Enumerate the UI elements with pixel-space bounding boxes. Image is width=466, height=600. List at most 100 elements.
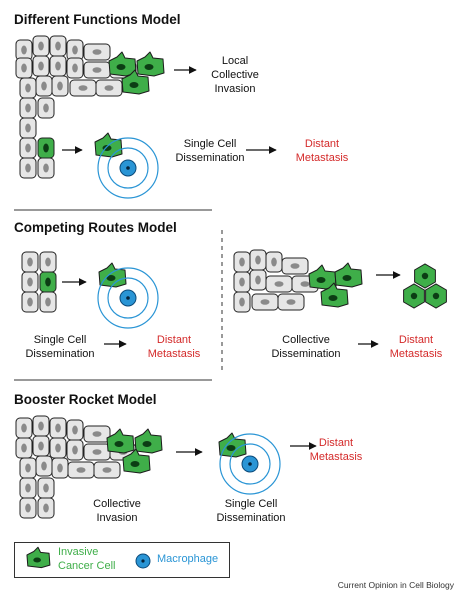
label-line: Dissemination xyxy=(216,512,286,524)
label-line: Collective xyxy=(211,69,259,81)
label-line: Invasion xyxy=(214,83,256,95)
label-distant-metastasis: Distant Metastasis xyxy=(286,137,358,165)
cell-nucleus xyxy=(239,257,245,267)
cell-nucleus xyxy=(38,441,44,451)
cell-nucleus xyxy=(25,163,31,173)
label-collective-dissemination: Collective Dissemination xyxy=(264,333,348,361)
macrophage-signal-ring xyxy=(97,137,159,199)
invasive-cancer-cell xyxy=(134,428,163,454)
cell-nucleus xyxy=(45,297,51,307)
label-line: Dissemination xyxy=(271,348,341,360)
cancer-cell-nucleus xyxy=(328,295,338,301)
cell-nucleus xyxy=(21,63,27,73)
cancer-cell-nucleus xyxy=(33,557,41,563)
label-line: Invasive xyxy=(58,546,99,558)
invasive-cancer-cell xyxy=(334,262,363,288)
cell-nucleus xyxy=(102,467,112,473)
invasive-cancer-cell xyxy=(26,546,51,569)
cell-nucleus xyxy=(43,103,49,113)
invasive-cancer-cell xyxy=(121,69,150,95)
label-line: Single Cell xyxy=(224,498,278,510)
cancer-cell-nucleus xyxy=(106,275,116,281)
credit: Current Opinion in Cell Biology xyxy=(337,580,454,590)
cancer-cell-nucleus xyxy=(226,445,236,451)
cell-nucleus xyxy=(25,123,31,133)
cancer-cell-nucleus xyxy=(114,441,124,447)
cell-nucleus xyxy=(25,463,31,473)
label-line: Distant xyxy=(318,437,354,449)
legend-invasive-cancer-cell-label: Invasive Cancer Cell xyxy=(58,545,138,573)
label-line: Metastasis xyxy=(295,152,349,164)
legend xyxy=(14,542,230,578)
label-local-collective-invasion: Local Collective Invasion xyxy=(190,54,280,96)
cell-nucleus xyxy=(43,143,49,153)
cell-nucleus xyxy=(274,281,284,287)
label-line: Metastasis xyxy=(309,451,363,463)
section-title-booster-rocket: Booster Rocket Model xyxy=(14,392,157,407)
cell-nucleus xyxy=(43,503,49,513)
macrophage-signal-ring xyxy=(219,433,281,495)
cell-nucleus xyxy=(21,443,27,453)
label-line: Single Cell xyxy=(183,138,237,150)
label-line: Distant xyxy=(304,138,340,150)
cell-nucleus xyxy=(21,45,27,55)
label-line: Dissemination xyxy=(25,348,95,360)
cancer-cell-nucleus xyxy=(130,461,140,467)
cell-nucleus xyxy=(260,299,270,305)
cell-nucleus xyxy=(255,255,261,265)
cell-nucleus xyxy=(38,61,44,71)
cell-nucleus xyxy=(286,299,296,305)
cell-nucleus xyxy=(239,297,245,307)
cell-nucleus xyxy=(45,277,51,287)
cell-nucleus xyxy=(21,423,27,433)
cell-nucleus xyxy=(55,443,61,453)
cancer-cell-nucleus xyxy=(129,82,139,88)
cancer-cell-nucleus xyxy=(144,64,154,70)
cell-nucleus xyxy=(43,483,49,493)
label-line: Collective xyxy=(93,498,141,510)
cell-nucleus xyxy=(25,483,31,493)
cancer-cell-nucleus xyxy=(116,64,126,70)
cell-nucleus xyxy=(41,81,47,91)
label-single-cell-dissemination: Single Cell Dissemination xyxy=(14,333,106,361)
cell-nucleus xyxy=(92,67,102,73)
metastasis-cell-nucleus xyxy=(421,272,429,280)
cell-nucleus xyxy=(72,45,78,55)
label-line: Dissemination xyxy=(175,152,245,164)
macrophage-nucleus xyxy=(126,166,130,170)
label-line: Cancer Cell xyxy=(58,560,116,572)
cell-nucleus xyxy=(239,277,245,287)
cell-nucleus xyxy=(72,425,78,435)
label-distant-metastasis: Distant Metastasis xyxy=(380,333,452,361)
label-line: Single Cell xyxy=(33,334,87,346)
cell-nucleus xyxy=(255,275,261,285)
cell-nucleus xyxy=(92,449,102,455)
cell-nucleus xyxy=(57,81,63,91)
cell-nucleus xyxy=(72,445,78,455)
cell-nucleus xyxy=(76,467,86,473)
section-title-competing-routes: Competing Routes Model xyxy=(14,220,177,235)
cell-nucleus xyxy=(38,421,44,431)
macrophage-nucleus xyxy=(126,296,130,300)
cell-nucleus xyxy=(27,297,33,307)
cell-nucleus xyxy=(25,143,31,153)
cell-nucleus xyxy=(27,277,33,287)
label-single-cell-dissemination: Single Cell Dissemination xyxy=(206,497,296,525)
cell-nucleus xyxy=(38,41,44,51)
cell-nucleus xyxy=(300,281,310,287)
arrow-layer xyxy=(62,66,401,456)
cancer-cell-nucleus xyxy=(316,277,326,283)
invasive-cancer-cell xyxy=(136,51,165,77)
legend-macrophage-label: Macrophage xyxy=(157,553,219,565)
cell-layer xyxy=(15,35,447,569)
cell-nucleus xyxy=(55,41,61,51)
cancer-cell-nucleus xyxy=(142,441,152,447)
cell-nucleus xyxy=(41,461,47,471)
cell-nucleus xyxy=(104,85,114,91)
cell-nucleus xyxy=(45,257,51,267)
label-distant-metastasis: Distant Metastasis xyxy=(300,436,372,464)
macrophage-signal-ring xyxy=(107,147,149,189)
label-line: Distant xyxy=(398,334,434,346)
cell-nucleus xyxy=(43,163,49,173)
